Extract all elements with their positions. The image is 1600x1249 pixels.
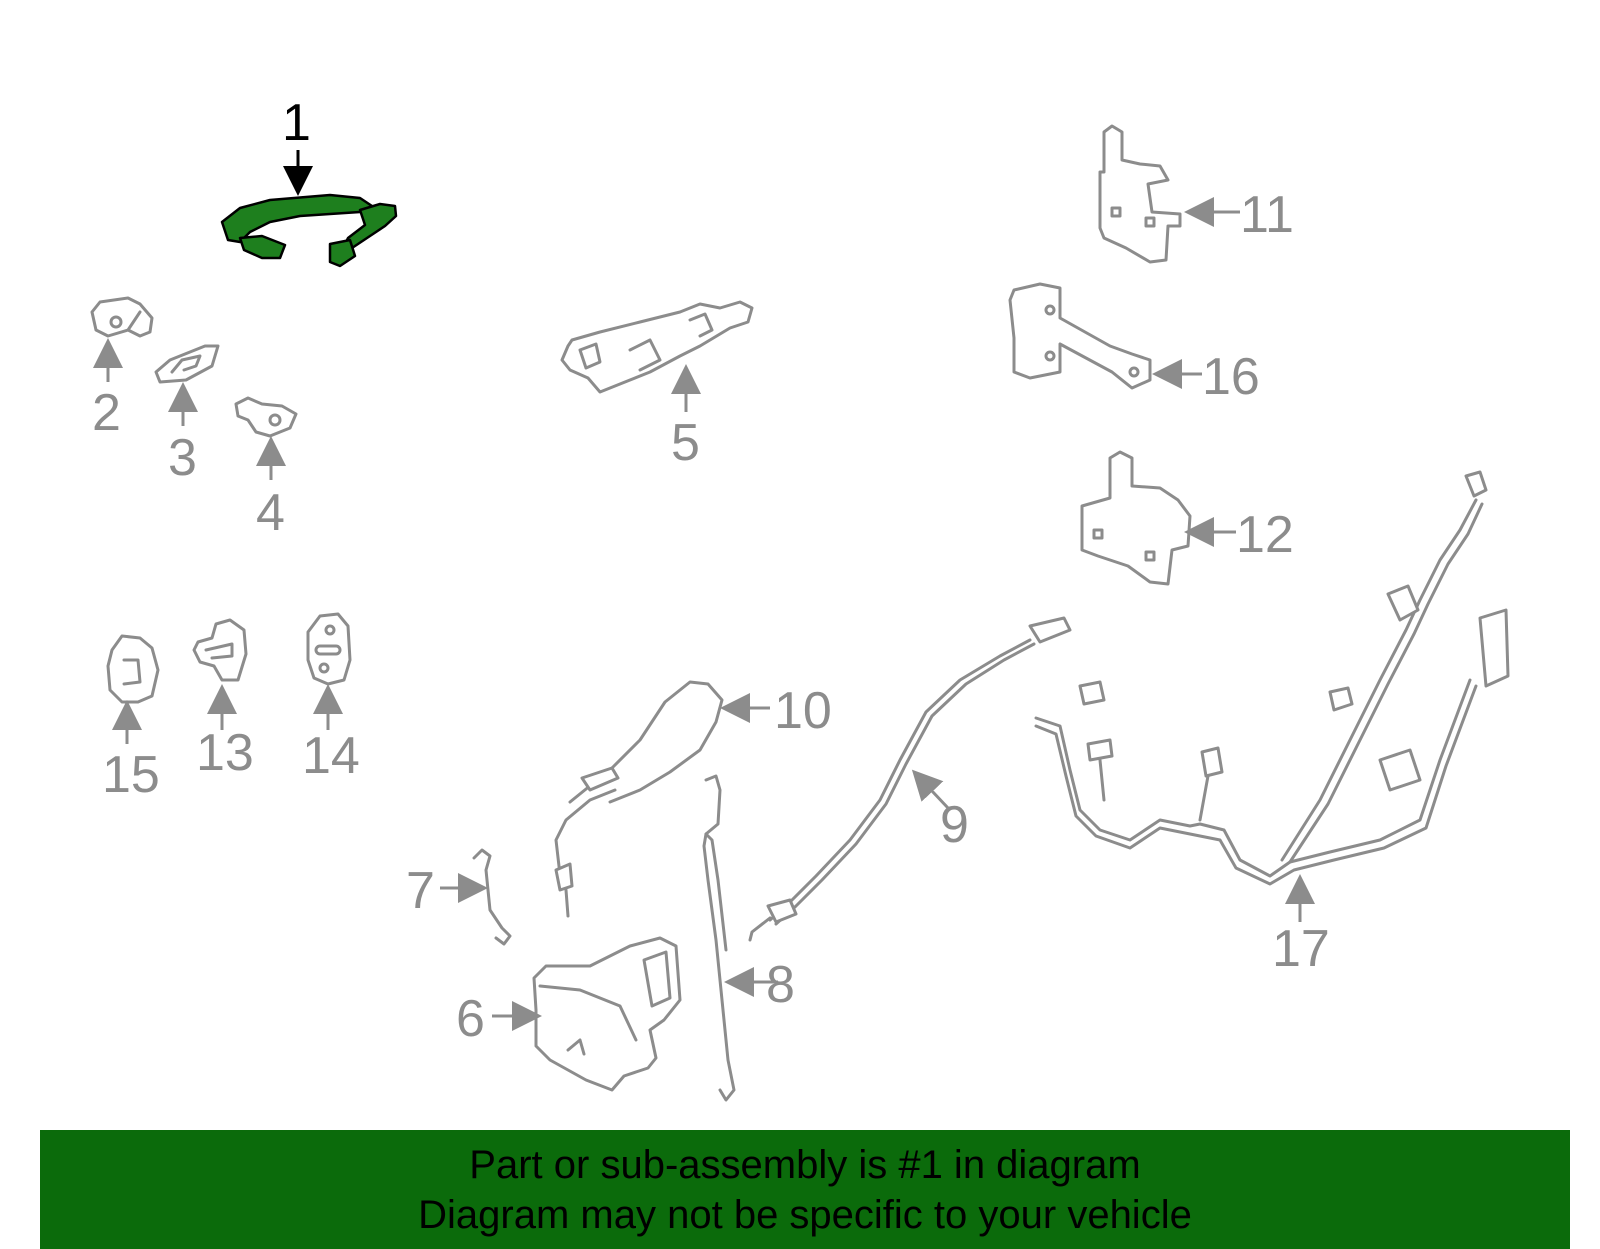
part-3[interactable] bbox=[154, 344, 220, 384]
banner-line-disclaimer: Diagram may not be specific to your vehi… bbox=[418, 1192, 1192, 1237]
callout-14[interactable]: 14 bbox=[302, 727, 360, 785]
part-17-wiring-harness[interactable] bbox=[1034, 470, 1510, 886]
callout-7[interactable]: 7 bbox=[406, 862, 435, 920]
parts-diagram: 1 2 3 4 5 11 16 bbox=[90, 94, 1510, 1102]
callout-17[interactable]: 17 bbox=[1272, 920, 1330, 978]
part-10-cable[interactable] bbox=[554, 680, 724, 918]
callout-2[interactable]: 2 bbox=[92, 384, 121, 442]
callout-11[interactable]: 11 bbox=[1240, 186, 1294, 244]
callout-1[interactable]: 1 bbox=[282, 94, 311, 152]
callout-16[interactable]: 16 bbox=[1202, 348, 1260, 406]
callout-8[interactable]: 8 bbox=[766, 956, 795, 1014]
part-6-latch[interactable] bbox=[532, 936, 682, 1092]
callout-15[interactable]: 15 bbox=[102, 746, 160, 804]
part-8-rod[interactable] bbox=[702, 774, 736, 1102]
part-7-rod[interactable] bbox=[472, 848, 512, 946]
part-15-striker[interactable] bbox=[106, 634, 160, 704]
part-2[interactable] bbox=[90, 296, 154, 338]
callout-9[interactable]: 9 bbox=[940, 796, 969, 854]
callout-4[interactable]: 4 bbox=[256, 484, 285, 542]
callout-10[interactable]: 10 bbox=[774, 682, 832, 740]
part-13-striker[interactable] bbox=[192, 618, 248, 682]
part-11-hinge[interactable] bbox=[1098, 124, 1182, 264]
part-1-outside-handle[interactable] bbox=[220, 193, 398, 268]
callout-13[interactable]: 13 bbox=[196, 724, 254, 782]
part-9-cable[interactable] bbox=[748, 616, 1072, 942]
callout-5[interactable]: 5 bbox=[671, 414, 700, 472]
part-4[interactable] bbox=[234, 396, 298, 438]
part-5-handle-bracket[interactable] bbox=[560, 300, 754, 394]
callout-3[interactable]: 3 bbox=[168, 429, 197, 487]
part-12-hinge[interactable] bbox=[1080, 450, 1192, 586]
part-16-door-check[interactable] bbox=[1008, 282, 1152, 390]
callout-6[interactable]: 6 bbox=[456, 990, 485, 1048]
info-banner: Part or sub-assembly is #1 in diagram Di… bbox=[40, 1130, 1570, 1249]
callout-12[interactable]: 12 bbox=[1236, 506, 1294, 564]
part-14-striker[interactable] bbox=[306, 612, 352, 686]
leader-9 bbox=[911, 769, 950, 810]
banner-line-part: Part or sub-assembly is #1 in diagram bbox=[469, 1142, 1141, 1187]
